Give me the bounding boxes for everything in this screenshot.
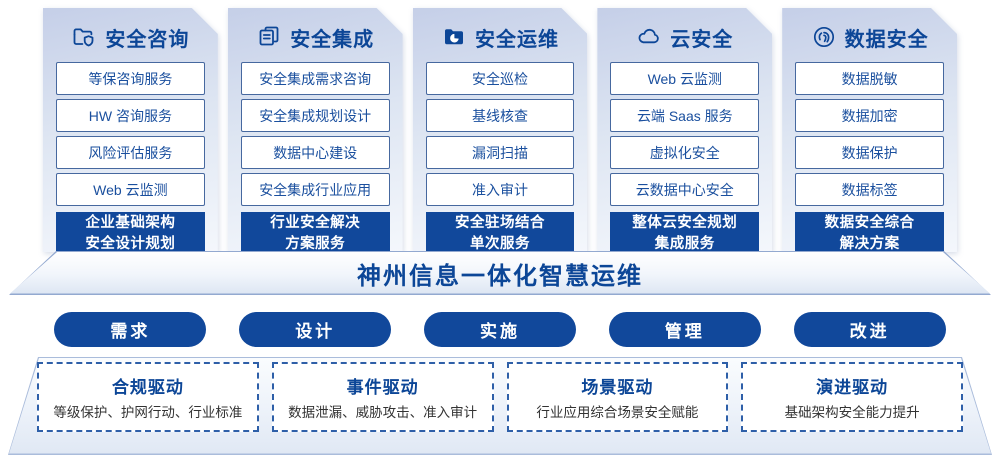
pill-requirements: 需求 [54,312,207,347]
card-header: 云安全 [610,22,759,52]
summary-box: 整体云安全规划 集成服务 [610,212,759,256]
driver-scenario: 场景驱动 行业应用综合场景安全赋能 [506,362,729,432]
service-item: 数据脱敏 [795,62,944,95]
summary-line: 单次服务 [469,236,530,252]
driver-desc: 等级保护、护网行动、行业标准 [53,405,243,420]
banner-surface [10,252,990,294]
service-item: 数据标签 [795,173,944,206]
summary-line: 企业基础架构 [85,214,176,231]
service-item: 安全集成行业应用 [241,173,390,206]
service-item: 虚拟化安全 [610,136,759,169]
service-item: HW 咨询服务 [56,99,205,132]
service-item: 安全巡检 [426,62,575,95]
summary-line: 安全驻场结合 [454,214,545,231]
driver-compliance: 合规驱动 等级保护、护网行动、行业标准 [37,362,259,432]
driver-desc: 行业应用综合场景安全赋能 [536,405,699,420]
driver-evolution: 演进驱动 基础架构安全能力提升 [741,362,963,432]
pill-management: 管理 [608,312,761,347]
summary-box: 企业基础架构 安全设计规划 [56,212,205,256]
service-item: 准入审计 [426,173,575,206]
service-item: 云数据中心安全 [610,173,759,206]
pill-design: 设计 [239,312,392,347]
driver-title: 演进驱动 [816,378,889,397]
summary-line: 安全设计规划 [85,236,176,252]
summary-box: 安全驻场结合 单次服务 [426,212,575,256]
driver-title: 场景驱动 [581,378,654,397]
card-title: 安全咨询 [105,28,190,51]
service-item: 等保咨询服务 [56,62,205,95]
service-item: 基线核查 [426,99,575,132]
summary-box: 数据安全综合 解决方案 [795,212,944,256]
card-title: 数据安全 [844,28,929,51]
service-item: 安全集成需求咨询 [241,62,390,95]
card-header: 安全运维 [426,22,575,52]
service-item: Web 云监测 [610,62,759,95]
card-header: 安全咨询 [56,22,205,52]
summary-line: 解决方案 [839,236,900,252]
card-title: 安全运维 [474,28,559,51]
service-item: 数据保护 [795,136,944,169]
banner-title: 神州信息一体化智慧运维 [357,262,643,290]
driver-desc: 基础架构安全能力提升 [784,405,920,420]
folder-shield-icon [71,24,97,50]
service-item: 云端 Saas 服务 [610,99,759,132]
document-copy-icon [256,24,282,50]
summary-line: 整体云安全规划 [632,214,738,231]
service-item: 数据加密 [795,99,944,132]
card-title: 云安全 [670,28,734,51]
folder-chart-icon [441,24,467,50]
card-title: 安全集成 [290,28,375,51]
card-cloud-security: 云安全 Web 云监测 云端 Saas 服务 虚拟化安全 云数据中心安全 整体云… [597,8,772,252]
summary-line: 集成服务 [654,236,715,252]
summary-box: 行业安全解决 方案服务 [241,212,390,256]
service-item: 漏洞扫描 [426,136,575,169]
driver-title: 合规驱动 [111,378,184,397]
driver-incident: 事件驱动 数据泄漏、威胁攻击、准入审计 [271,362,494,432]
service-item: 数据中心建设 [241,136,390,169]
fingerprint-icon [811,24,837,50]
platform-banner: 神州信息一体化智慧运维 [0,251,1000,295]
service-cards-row: 安全咨询 等保咨询服务 HW 咨询服务 风险评估服务 Web 云监测 企业基础架… [43,8,957,252]
cloud-icon [636,24,662,50]
card-security-consulting: 安全咨询 等保咨询服务 HW 咨询服务 风险评估服务 Web 云监测 企业基础架… [43,8,218,252]
summary-line: 行业安全解决 [270,214,361,231]
driver-desc: 数据泄漏、威胁攻击、准入审计 [288,405,478,420]
driver-title: 事件驱动 [346,378,419,397]
process-pills-row: 需求 设计 实施 管理 改进 [43,312,957,347]
pill-improvement: 改进 [793,312,946,347]
card-data-security: 数据安全 数据脱敏 数据加密 数据保护 数据标签 数据安全综合 解决方案 [782,8,957,252]
pill-implementation: 实施 [423,312,576,347]
card-security-integration: 安全集成 安全集成需求咨询 安全集成规划设计 数据中心建设 安全集成行业应用 行… [228,8,403,252]
summary-line: 数据安全综合 [824,214,915,231]
card-security-operations: 安全运维 安全巡检 基线核查 漏洞扫描 准入审计 安全驻场结合 单次服务 [413,8,588,252]
summary-line: 方案服务 [285,236,346,252]
service-item: 风险评估服务 [56,136,205,169]
card-header: 安全集成 [241,22,390,52]
card-header: 数据安全 [795,22,944,52]
drivers-row: 合规驱动 等级保护、护网行动、行业标准 事件驱动 数据泄漏、威胁攻击、准入审计 … [37,362,963,432]
service-item: 安全集成规划设计 [241,99,390,132]
service-item: Web 云监测 [56,173,205,206]
